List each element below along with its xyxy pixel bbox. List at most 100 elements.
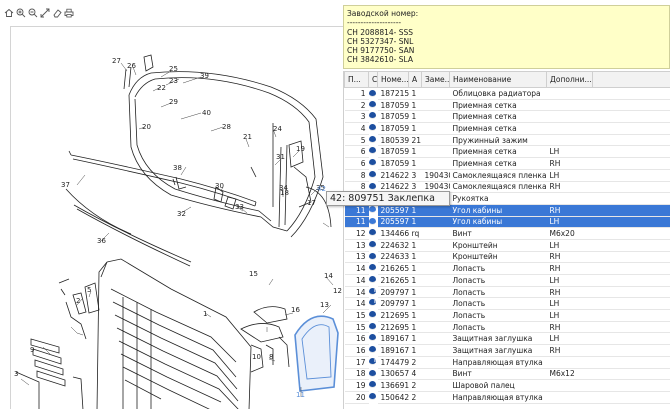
print-icon[interactable] (63, 7, 74, 19)
table-row[interactable]: 1421626541ЛопастьLH (344, 274, 670, 287)
table-row[interactable]: 14i20979771ЛопастьRH (344, 286, 670, 299)
callout-21[interactable]: 21 (243, 133, 252, 141)
callout-2[interactable]: 2 (76, 297, 81, 305)
callout-26[interactable]: 26 (127, 62, 136, 70)
callout-9[interactable]: 9 (30, 346, 35, 354)
table-row[interactable]: 1421626531ЛопастьRH (344, 262, 670, 275)
table-row[interactable]: 1322463301КронштейнRH (344, 251, 670, 264)
table-row[interactable]: 1521269561ЛопастьRH (344, 321, 670, 334)
callout-18[interactable]: 18 (280, 189, 289, 197)
callout-36[interactable]: 36 (97, 237, 106, 245)
info-icon[interactable]: i (371, 287, 376, 294)
column-header-replacement[interactable]: Заме... (421, 71, 450, 88)
callout-3[interactable]: 3 (14, 370, 19, 378)
column-header-extra[interactable]: Дополни... (546, 71, 593, 88)
zoom-out-icon[interactable] (27, 7, 38, 19)
callout-1[interactable]: 1 (203, 310, 208, 318)
callout-11[interactable]: 11 (296, 391, 305, 399)
cell-name: Облицовка радиатора (449, 87, 547, 100)
callout-13[interactable]: 13 (320, 301, 329, 309)
callout-25[interactable]: 25 (169, 65, 178, 73)
table-row[interactable]: 17i17447932Направляющая втулка (344, 356, 670, 369)
callout-35[interactable]: 35 (316, 184, 325, 192)
cell-position: 13 (344, 251, 369, 264)
callout-28[interactable]: 28 (222, 123, 231, 131)
info-icon[interactable]: i (371, 357, 376, 364)
callout-15[interactable]: 15 (249, 270, 258, 278)
home-icon[interactable] (3, 7, 14, 19)
cell-position: 15 (344, 309, 369, 322)
callout-34[interactable]: 34 (279, 184, 288, 192)
cell-part-number: 1891672 (377, 344, 409, 357)
table-row[interactable]: 318705931Приемная сетка (344, 110, 670, 124)
zoom-in-icon[interactable] (15, 7, 26, 19)
cell-position: 15 (344, 321, 369, 334)
callout-42[interactable]: 42 (317, 185, 326, 193)
table-row[interactable]: 1913669112Шаровой палец (344, 379, 670, 392)
table-row[interactable]: 1322463291КронштейнLH (344, 239, 670, 252)
table-row[interactable]: 418705941Приемная сетка (344, 122, 670, 135)
cell-name: Рукоятка (449, 192, 547, 205)
table-row[interactable]: 118721581Облицовка радиатора (344, 87, 670, 100)
callout-39[interactable]: 39 (200, 72, 209, 80)
cell-name: Винт (449, 368, 547, 381)
callout-24[interactable]: 24 (273, 125, 282, 133)
column-header-spacer (592, 71, 670, 88)
column-header-name[interactable]: Наименование (449, 71, 547, 88)
eraser-icon[interactable] (51, 7, 62, 19)
column-header-position[interactable]: П... (344, 71, 369, 88)
callout-22[interactable]: 22 (157, 84, 166, 92)
callout-19[interactable]: 19 (296, 145, 305, 153)
table-row[interactable]: 121344667rqВинтM6x20 (344, 227, 670, 240)
callout-23[interactable]: 23 (169, 77, 178, 85)
table-row[interactable]: 2015064222Направляющая втулка (344, 391, 670, 404)
column-header-info[interactable]: С (368, 71, 378, 88)
cell-replacement (421, 368, 450, 381)
callout-37[interactable]: 37 (61, 181, 70, 189)
callout-31[interactable]: 31 (276, 153, 285, 161)
callout-20[interactable]: 20 (142, 123, 151, 131)
callout-14[interactable]: 14 (324, 272, 333, 280)
info-icon[interactable]: i (371, 299, 376, 306)
cell-qty: 1 (408, 309, 422, 322)
parts-diagram[interactable]: 27 26 25 23 39 22 29 40 28 20 21 24 31 1… (10, 26, 343, 409)
table-row[interactable]: 1521269551ЛопастьLH (344, 309, 670, 322)
column-header-qty[interactable]: А (408, 71, 422, 88)
table-row[interactable]: 5180539921Пружинный зажим (344, 134, 670, 147)
cell-replacement (421, 134, 450, 147)
fit-icon[interactable] (39, 7, 50, 19)
callout-5[interactable]: 5 (87, 286, 92, 294)
table-row[interactable]: 218705921Приемная сетка (344, 99, 670, 112)
callout-17[interactable]: 17 (307, 199, 316, 207)
table-row[interactable]: 1813065734ВинтM6x12 (344, 368, 670, 381)
callout-40[interactable]: 40 (202, 109, 211, 117)
column-header-number[interactable]: Номе... (377, 71, 409, 88)
callout-32[interactable]: 32 (177, 210, 186, 218)
callout-27[interactable]: 27 (112, 57, 121, 65)
callout-29[interactable]: 29 (169, 98, 178, 106)
cell-extra: RH (546, 157, 593, 170)
cell-position: 6 (344, 157, 369, 170)
callout-30[interactable]: 30 (215, 182, 224, 190)
callout-12[interactable]: 12 (333, 287, 342, 295)
cell-replacement (421, 379, 450, 392)
cell-position: 11 (344, 204, 369, 217)
callout-16[interactable]: 16 (291, 306, 300, 314)
table-row[interactable]: 14i20979761ЛопастьLH (344, 297, 670, 311)
cell-name: Пружинный зажим (449, 134, 547, 147)
callout-33[interactable]: 33 (235, 203, 244, 211)
callout-10[interactable]: 10 (252, 353, 261, 361)
serial-line: CH 5327347- SNL (347, 36, 414, 46)
cell-position: 14 (344, 274, 369, 287)
cell-info (368, 381, 376, 389)
callout-38[interactable]: 38 (173, 164, 182, 172)
callout-8[interactable]: 8 (269, 353, 274, 361)
